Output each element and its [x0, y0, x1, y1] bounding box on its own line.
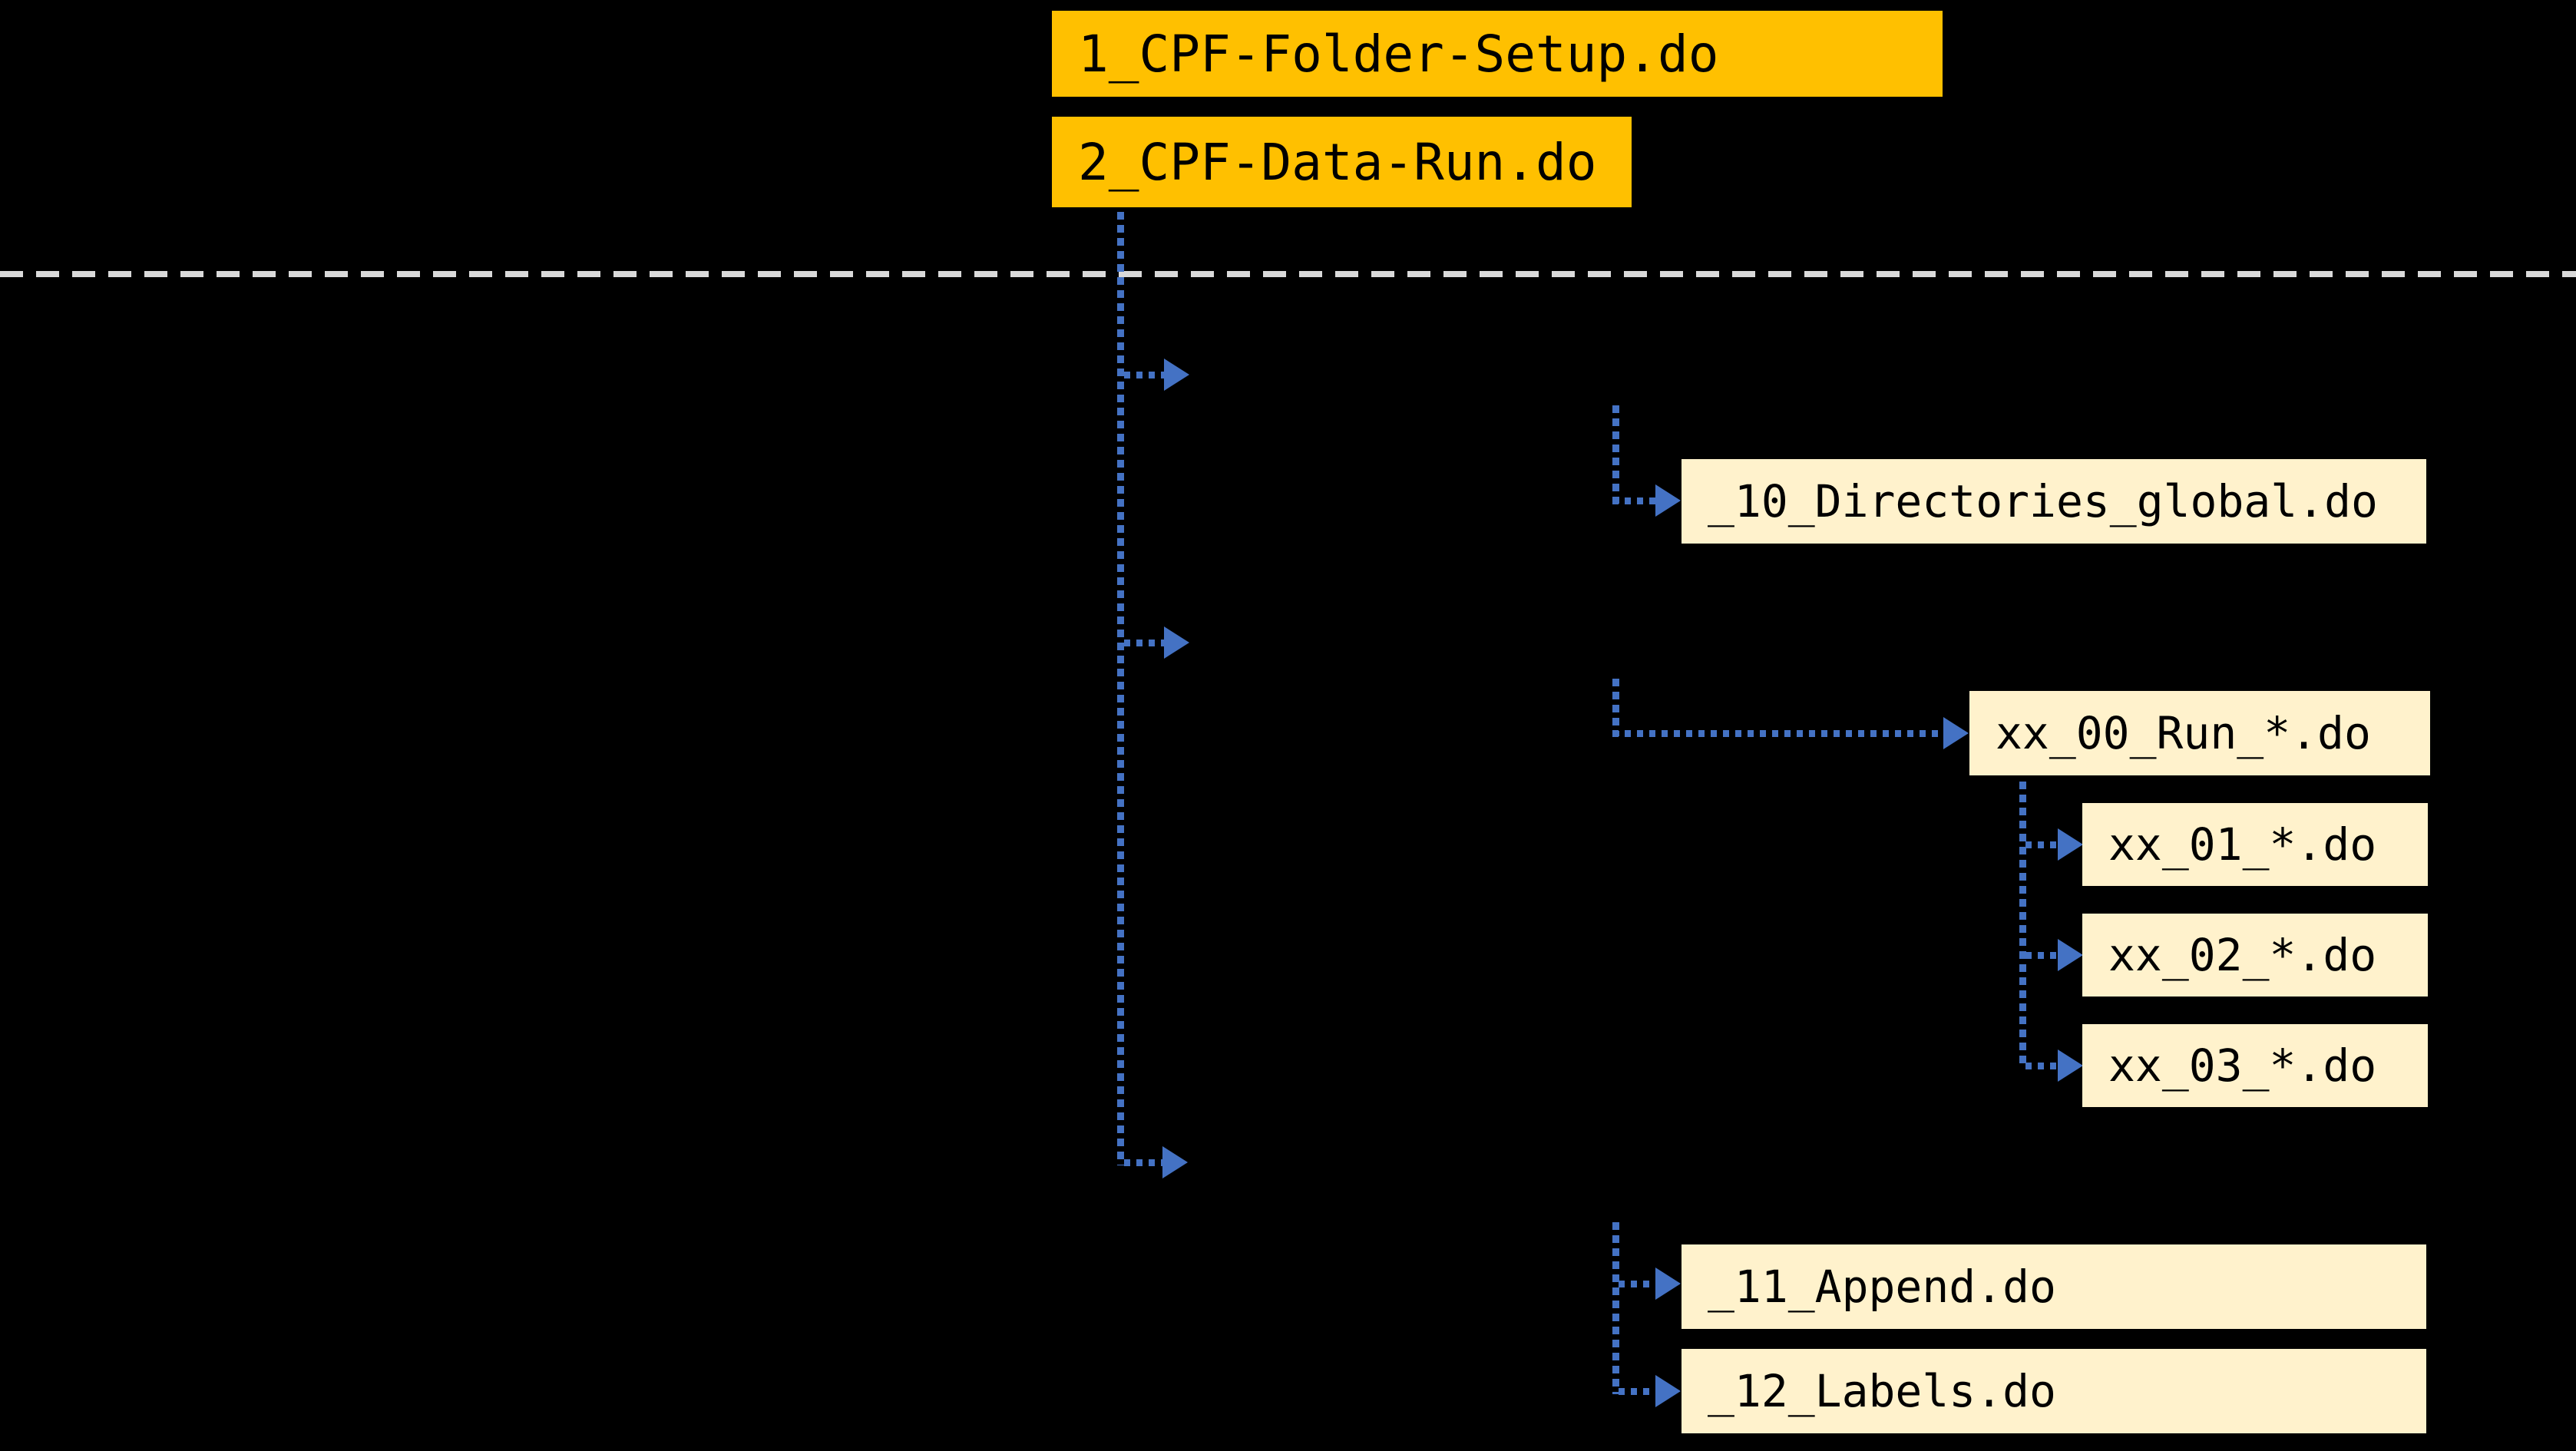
dashed-divider-line	[0, 271, 2576, 277]
elbow-xx00-vertical	[1612, 679, 1619, 736]
trunk-branch-2-arrowhead-icon	[1164, 626, 1189, 659]
xx02-arrow-shaft	[2025, 952, 2058, 959]
box-10-directories-global-label: _10_Directories_global.do	[1708, 475, 2378, 527]
xx-children-vertical-connector	[2019, 782, 2026, 1069]
elbow-append-labels-vertical	[1612, 1222, 1619, 1394]
box-11-append-label: _11_Append.do	[1708, 1261, 2056, 1313]
xx01-arrowhead-icon	[2058, 828, 2083, 861]
elbow-append-shaft	[1619, 1281, 1655, 1287]
elbow-xx00-arrowhead-icon	[1943, 717, 1969, 749]
box-xx-02: xx_02_*.do	[2082, 914, 2428, 997]
box-cpf-folder-setup: 1_CPF-Folder-Setup.do	[1052, 11, 1943, 97]
box-xx-03-label: xx_03_*.do	[2108, 1039, 2377, 1092]
trunk-branch-1-shaft	[1124, 372, 1164, 378]
box-xx-03: xx_03_*.do	[2082, 1024, 2428, 1107]
elbow-labels-shaft	[1619, 1388, 1655, 1395]
box-xx-00-run-label: xx_00_Run_*.do	[1996, 707, 2371, 759]
box-10-directories-global: _10_Directories_global.do	[1682, 459, 2426, 544]
box-xx-01: xx_01_*.do	[2082, 803, 2428, 886]
elbow-directories-arrowhead-icon	[1655, 484, 1681, 517]
box-11-append: _11_Append.do	[1682, 1244, 2426, 1329]
box-xx-02-label: xx_02_*.do	[2108, 929, 2377, 981]
elbow-xx00-shaft	[1612, 730, 1943, 737]
elbow-directories-vertical	[1612, 405, 1619, 504]
box-cpf-folder-setup-label: 1_CPF-Folder-Setup.do	[1078, 24, 1719, 84]
xx03-arrow-shaft	[2025, 1063, 2058, 1069]
trunk-branch-2-shaft	[1124, 640, 1164, 646]
box-cpf-data-run-label: 2_CPF-Data-Run.do	[1078, 132, 1597, 192]
xx01-arrow-shaft	[2025, 841, 2058, 848]
elbow-append-arrowhead-icon	[1655, 1268, 1681, 1300]
box-12-labels: _12_Labels.do	[1682, 1349, 2426, 1433]
xx02-arrowhead-icon	[2058, 939, 2083, 971]
trunk-branch-1-arrowhead-icon	[1164, 359, 1189, 391]
elbow-labels-arrowhead-icon	[1655, 1375, 1681, 1407]
elbow-directories-shaft	[1612, 497, 1655, 504]
main-trunk-connector	[1117, 212, 1124, 1165]
box-cpf-data-run: 2_CPF-Data-Run.do	[1052, 117, 1632, 207]
xx03-arrowhead-icon	[2058, 1049, 2083, 1082]
trunk-branch-3-shaft	[1124, 1159, 1162, 1166]
box-12-labels-label: _12_Labels.do	[1708, 1365, 2056, 1417]
box-xx-00-run: xx_00_Run_*.do	[1969, 691, 2430, 775]
box-xx-01-label: xx_01_*.do	[2108, 818, 2377, 871]
trunk-branch-3-arrowhead-icon	[1162, 1146, 1188, 1178]
